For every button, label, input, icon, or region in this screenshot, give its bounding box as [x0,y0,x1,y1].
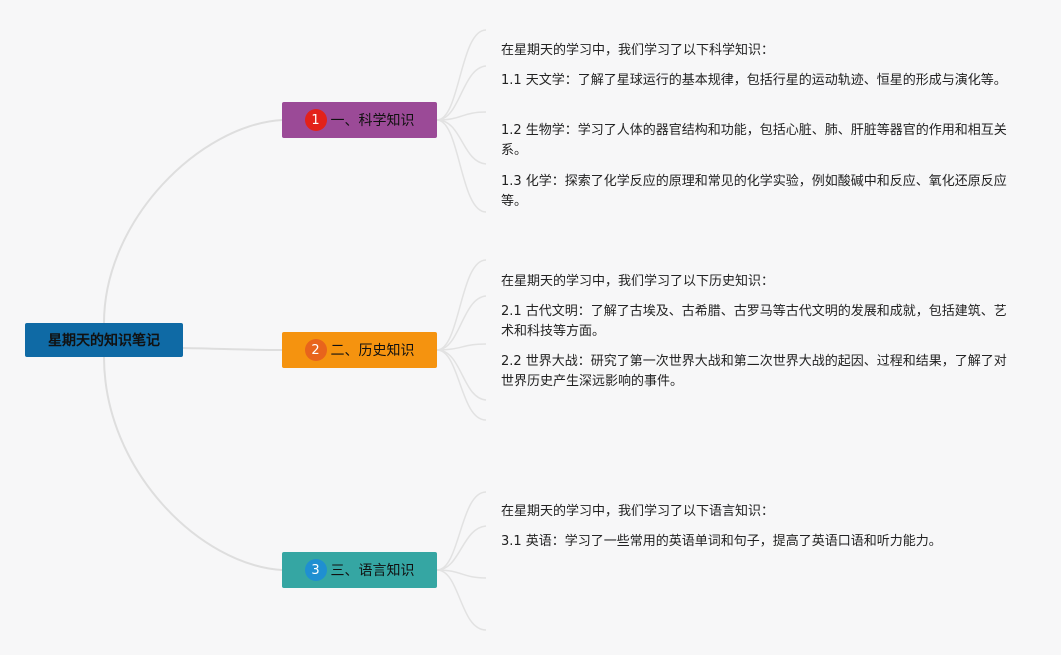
note-history-intro[interactable]: 在星期天的学习中，我们学习了以下历史知识： [501,274,775,289]
topic-label: 一、科学知识 [330,113,415,129]
link-root-topic-1 [103,119,283,324]
note-science-biology[interactable]: 1.2 生物学：学习了人体的器官结构和功能，包括心脏、肺、肝脏等器官的作用和相互… [501,123,1007,158]
links-topic-2-notes [436,259,487,421]
topic-node-science[interactable]: 1 一、科学知识 [282,102,437,138]
link-root-topic-3 [103,356,283,571]
note-science-intro[interactable]: 在星期天的学习中，我们学习了以下科学知识： [501,43,775,58]
root-node-label: 星期天的知识笔记 [48,333,160,349]
note-science-chemistry[interactable]: 1.3 化学：探索了化学反应的原理和常见的化学实验，例如酸碱中和反应、氧化还原反… [501,174,1007,209]
root-node[interactable]: 星期天的知识笔记 [25,323,183,357]
note-language-intro[interactable]: 在星期天的学习中，我们学习了以下语言知识： [501,504,775,519]
link-root-topic-2 [182,347,283,351]
note-history-ancient[interactable]: 2.1 古代文明：了解了古埃及、古希腊、古罗马等古代文明的发展和成就，包括建筑、… [501,304,1007,339]
topic-label: 二、历史知识 [330,343,415,359]
topic-node-language[interactable]: 3 三、语言知识 [282,552,437,588]
topic-number-badge: 3 [304,559,327,581]
topic-node-history[interactable]: 2 二、历史知识 [282,332,437,368]
links-topic-1-notes [436,29,487,213]
topic-number-badge: 2 [304,339,327,361]
note-language-english[interactable]: 3.1 英语：学习了一些常用的英语单词和句子，提高了英语口语和听力能力。 [501,534,942,549]
note-history-world-wars[interactable]: 2.2 世界大战：研究了第一次世界大战和第二次世界大战的起因、过程和结果，了解了… [501,354,1007,389]
topic-number-badge: 1 [304,109,327,131]
topic-label: 三、语言知识 [330,563,415,579]
note-science-astronomy[interactable]: 1.1 天文学：了解了星球运行的基本规律，包括行星的运动轨迹、恒星的形成与演化等… [501,73,1007,88]
links-topic-3-notes [436,491,487,631]
